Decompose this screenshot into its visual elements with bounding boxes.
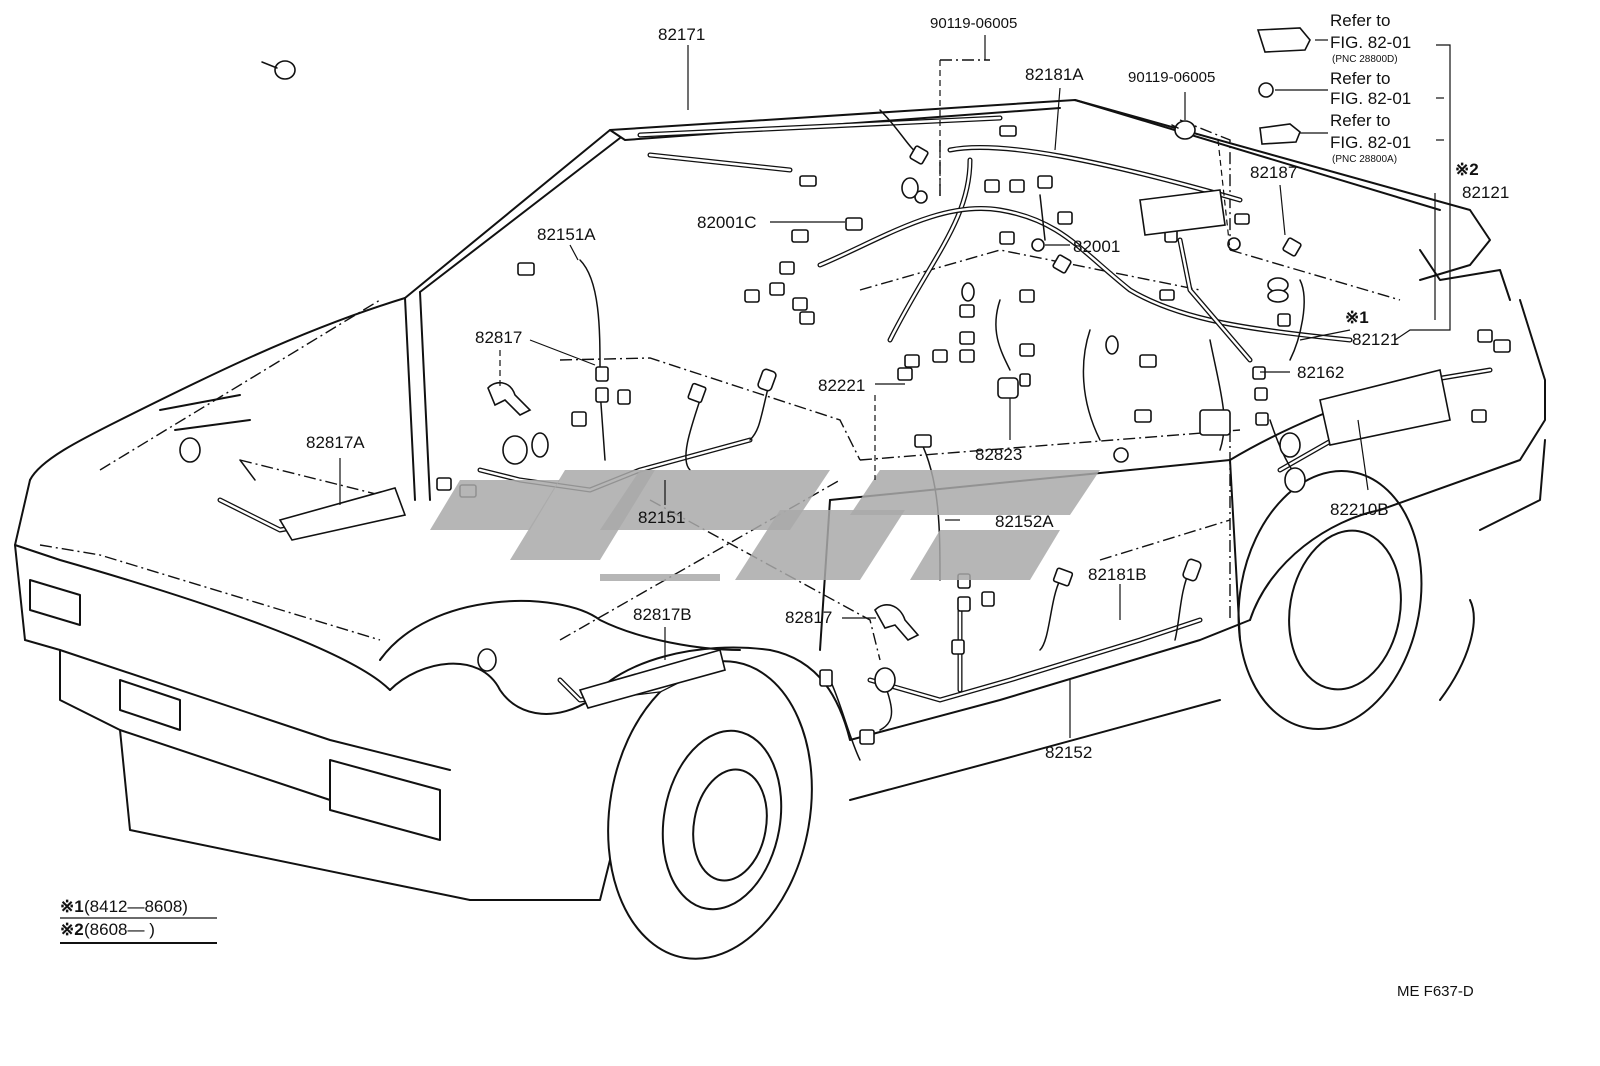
part-label-82151a: 82151A (537, 225, 596, 244)
part-label-82817-lower: 82817 (785, 608, 832, 627)
reference-note: Refer to FIG. 82-01 (1330, 69, 1411, 108)
part-label-82181b: 82181B (1088, 565, 1147, 584)
svg-text:(PNC 28800A): (PNC 28800A) (1332, 154, 1397, 165)
part-label-82162: 82162 (1297, 363, 1344, 382)
legend-range-1: (8412—8608) (84, 897, 188, 916)
legend-mark-1: ※1 (60, 897, 84, 916)
svg-text:Refer to: Refer to (1330, 69, 1390, 88)
bolt-icon (1171, 120, 1196, 140)
reference-note: Refer to FIG. 82-01 (PNC 28800D) (1330, 11, 1411, 65)
connectors (179, 27, 1511, 745)
part-label-82221: 82221 (818, 376, 865, 395)
mark-2-top: ※2 (1455, 160, 1479, 179)
svg-text:Refer to: Refer to (1330, 111, 1390, 130)
svg-text:Refer to: Refer to (1330, 11, 1390, 30)
svg-text:FIG. 82-01: FIG. 82-01 (1330, 133, 1411, 152)
part-label-82152a: 82152A (995, 512, 1054, 531)
part-label-82181a: 82181A (1025, 65, 1084, 84)
part-label-82171: 82171 (658, 25, 705, 44)
part-label-82210b: 82210B (1330, 500, 1389, 519)
reference-note: Refer to FIG. 82-01 (PNC 28800A) (1330, 111, 1411, 165)
part-label-82152: 82152 (1045, 743, 1092, 762)
part-labels: 82171 90119-06005 82181A 90119-06005 821… (306, 15, 1509, 762)
part-label-82817a: 82817A (306, 433, 365, 452)
svg-text:FIG. 82-01: FIG. 82-01 (1330, 33, 1411, 52)
part-label-90119-a: 90119-06005 (930, 15, 1017, 32)
part-label-82121-top: 82121 (1462, 183, 1509, 202)
part-label-82001c: 82001C (697, 213, 757, 232)
part-label-82817b: 82817B (633, 605, 692, 624)
part-label-82121-mid: 82121 (1352, 330, 1399, 349)
svg-text:FIG. 82-01: FIG. 82-01 (1330, 89, 1411, 108)
part-label-82187: 82187 (1250, 163, 1297, 182)
legend-mark-2: ※2 (60, 920, 84, 939)
part-label-82001: 82001 (1073, 237, 1120, 256)
watermark-logo (430, 470, 1100, 581)
bolt-icon (261, 60, 296, 80)
part-label-82823: 82823 (975, 445, 1022, 464)
figure-code: ME F637-D (1397, 983, 1474, 1000)
legend: ※1 (8412—8608) ※2 (8608— ) (60, 897, 217, 944)
svg-text:(PNC 28800D): (PNC 28800D) (1332, 54, 1398, 65)
part-label-82151: 82151 (638, 508, 685, 527)
mark-1-mid: ※1 (1345, 308, 1369, 327)
reference-notes: Refer to FIG. 82-01 (PNC 28800D) Refer t… (1330, 11, 1411, 165)
legend-range-2: (8608— ) (84, 920, 155, 939)
part-label-90119-b: 90119-06005 (1128, 69, 1215, 86)
leader-lines (339, 35, 1451, 738)
part-label-82817: 82817 (475, 328, 522, 347)
